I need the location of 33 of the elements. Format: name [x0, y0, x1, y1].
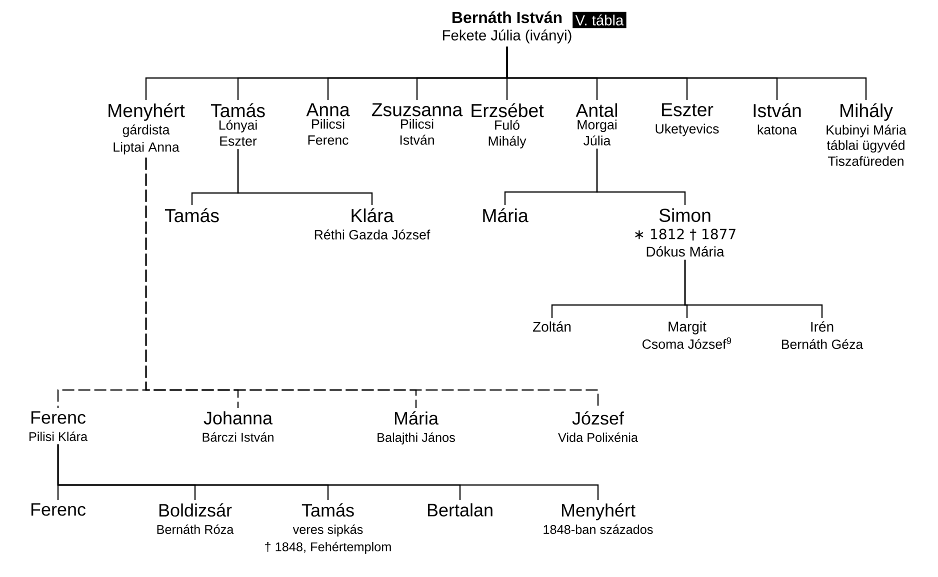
person-entry: Eszter Uketyevics	[656, 103, 719, 136]
person-entry: Klára Réthi Gazda József	[314, 208, 430, 240]
connector-line	[684, 260, 823, 318]
person-entry: Menyhért 1848-ban százados	[544, 503, 653, 534]
connector-line	[506, 46, 867, 100]
person-entry: Anna Pilicsi Ferenc	[306, 103, 350, 145]
person-entry: Zoltán	[533, 321, 571, 332]
person-entry: Irén Bernáth Géza	[782, 321, 864, 350]
person-entry: Boldizsár Bernáth Róza	[157, 503, 234, 534]
connector-line	[57, 444, 599, 500]
person-entry: Tamás	[164, 208, 219, 222]
person-entry: Tamás Lónyai Eszter	[210, 103, 265, 146]
person-entry: Mária Balajthi János	[378, 411, 455, 444]
person-entry: Johanna Bárczi István	[202, 411, 274, 442]
connector-line	[596, 148, 686, 205]
person-entry: Bertalan	[428, 503, 492, 516]
connector-line	[145, 158, 599, 408]
table-number-tag: V. tábla	[572, 12, 626, 28]
connector-line	[237, 149, 373, 205]
person-entry: Menyhért gárdista Liptai Anna	[108, 103, 185, 154]
person-entry: József Vida Polixénia	[558, 411, 638, 442]
person-entry: István katona	[754, 103, 801, 134]
person-entry: Mihály Kubinyi Mária táblai ügyvéd Tiszafüreden	[826, 103, 906, 166]
person-entry: Margit Csoma József$^{9}$	[642, 321, 732, 349]
person-entry: Tamás veres sipkás † 1848, Fehértemplom	[265, 503, 391, 554]
person-entry: Bernáth István Fekete Júlia (iványi)	[443, 11, 572, 44]
person-entry: Erzsébet Fuló Mihály	[472, 103, 544, 148]
person-entry: Zsuzsanna Pilicsi István	[372, 103, 463, 145]
person-entry: Antal Morgai Júlia	[576, 103, 618, 146]
person-entry: Ferenc Pilisi Klára	[30, 411, 88, 442]
person-entry: Ferenc	[31, 503, 86, 516]
person-entry: Mária	[483, 208, 528, 222]
person-entry: Simon ∗ 1812 † 1877 Dókus Mária	[635, 208, 736, 257]
